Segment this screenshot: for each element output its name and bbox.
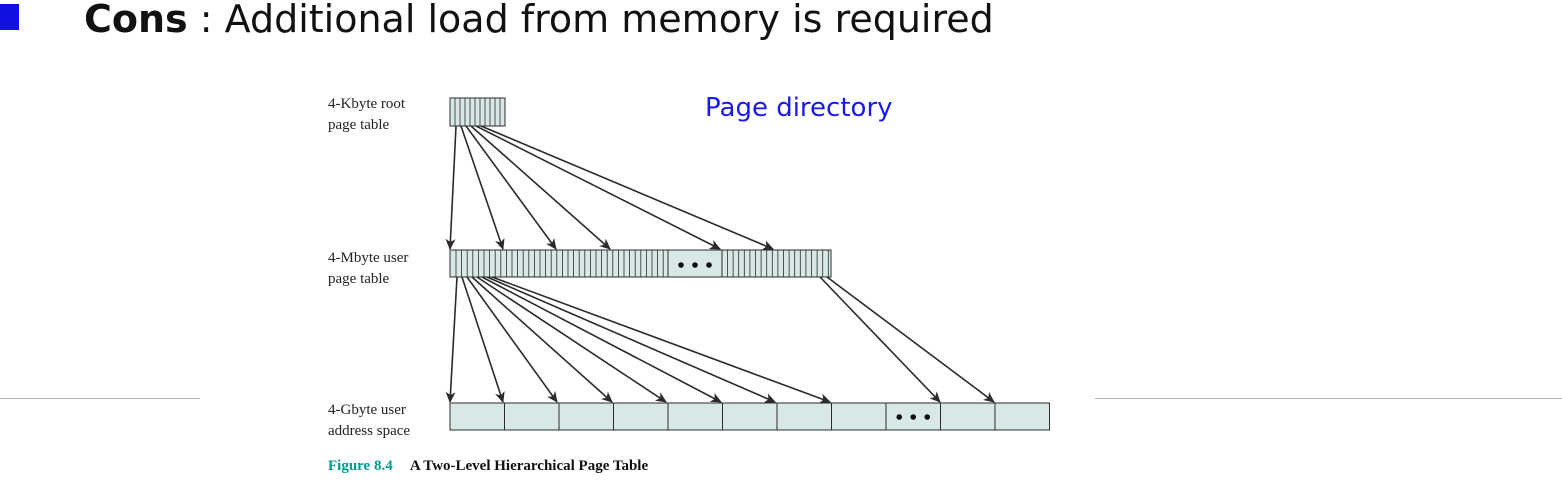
figure-number: Figure 8.4 bbox=[328, 458, 393, 474]
root-page-table bbox=[449, 97, 506, 127]
address-space-page bbox=[558, 402, 614, 431]
divider-right bbox=[1095, 398, 1562, 399]
address-space-page bbox=[940, 402, 996, 431]
page-directory-annotation: Page directory bbox=[705, 93, 893, 123]
mapping-arrow bbox=[461, 276, 505, 403]
bullet-body: : Additional load from memory is require… bbox=[187, 0, 994, 41]
mapping-arrow bbox=[481, 276, 722, 403]
mapping-arrow bbox=[460, 125, 505, 250]
address-space-page bbox=[776, 402, 832, 431]
bullet-text: Cons : Additional load from memory is re… bbox=[84, 0, 994, 44]
ellipsis-dot bbox=[706, 262, 712, 268]
address-space-label-line2: address space bbox=[328, 423, 410, 439]
address-space-page bbox=[504, 402, 560, 431]
root-table-label-line1: 4-Kbyte root bbox=[328, 96, 406, 112]
mapping-arrow bbox=[486, 276, 776, 403]
address-space-page bbox=[722, 402, 778, 431]
ellipsis-dot bbox=[910, 414, 917, 420]
figure-title: A Two-Level Hierarchical Page Table bbox=[410, 458, 649, 474]
user-page-table bbox=[449, 249, 832, 278]
mapping-arrow bbox=[445, 276, 458, 403]
address-space-page bbox=[667, 402, 723, 431]
mapping-arrow bbox=[466, 276, 558, 403]
ellipsis-dot bbox=[678, 262, 684, 268]
ellipsis-dot bbox=[692, 262, 698, 268]
ellipsis-dot bbox=[896, 414, 903, 420]
mapping-arrow bbox=[471, 276, 613, 403]
mapping-arrow bbox=[445, 125, 457, 250]
mapping-arrow bbox=[470, 125, 611, 250]
mapping-arrows bbox=[445, 125, 995, 404]
square-bullet-icon bbox=[0, 4, 19, 30]
mapping-arrow bbox=[491, 276, 831, 404]
user-address-space bbox=[449, 402, 1050, 431]
mapping-arrow bbox=[480, 125, 774, 250]
bullet-bold-term: Cons bbox=[84, 0, 188, 41]
address-space-page bbox=[831, 402, 887, 431]
figure-caption: Figure 8.4 A Two-Level Hierarchical Page… bbox=[328, 455, 648, 474]
mapping-arrow bbox=[826, 276, 995, 403]
mapping-arrow bbox=[476, 276, 667, 403]
mapping-arrow bbox=[475, 125, 721, 250]
address-space-page bbox=[994, 402, 1050, 431]
divider-left bbox=[0, 398, 200, 399]
user-table-label-line1: 4-Mbyte user bbox=[328, 250, 408, 266]
ellipsis-dot bbox=[924, 414, 931, 420]
mapping-arrow bbox=[819, 276, 941, 403]
address-space-page bbox=[449, 402, 505, 431]
address-space-page bbox=[613, 402, 669, 431]
root-table-label-line2: page table bbox=[328, 117, 390, 133]
root-table-frame bbox=[449, 97, 506, 127]
user-table-label-line2: page table bbox=[328, 271, 390, 287]
mapping-arrow bbox=[465, 125, 557, 250]
address-space-label-line1: 4-Gbyte user bbox=[328, 402, 406, 418]
